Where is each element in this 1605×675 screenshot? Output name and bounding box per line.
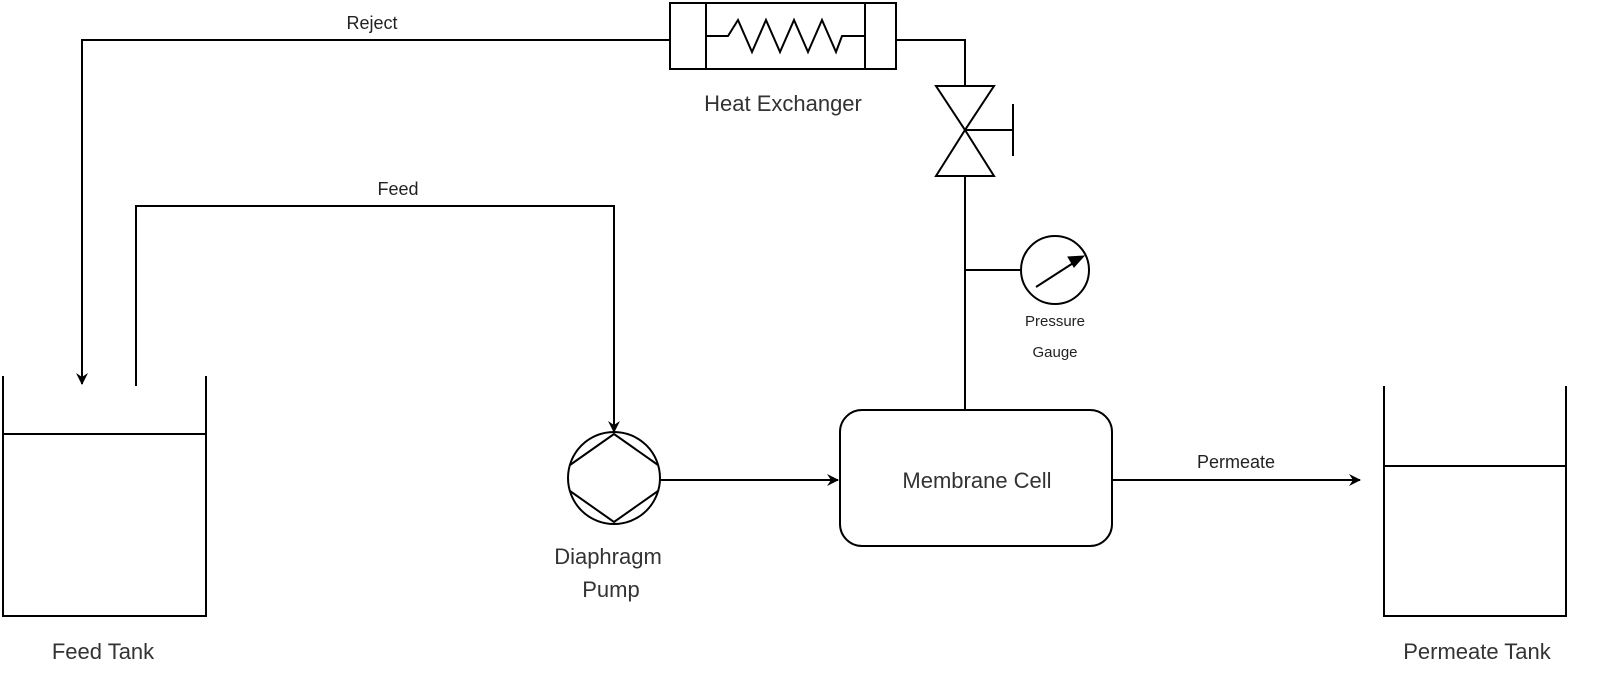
heat-exchanger-coil-icon [706,17,865,55]
heat-exchanger-to-valve-line [896,39,966,86]
reject-label: Reject [346,13,397,33]
membrane-cell [839,409,1113,547]
diaphragm-pump-label-line1: Diaphragm [554,544,662,569]
gauge-needle-icon [1067,255,1086,268]
permeate-label: Permeate [1197,452,1275,472]
reject-line [76,39,670,385]
membrane-cell-label: Membrane Cell [902,468,1051,493]
feed-tank [2,376,207,617]
feed-line [135,205,620,433]
heat-exchanger [669,2,897,70]
feed-tank-label: Feed Tank [52,639,155,664]
valve [934,85,1014,177]
pressure-gauge-label-line1: Pressure [1025,313,1085,330]
feed-label: Feed [377,179,418,199]
diaphragm-pump [567,431,661,525]
pressure-gauge-label-line2: Gauge [1032,344,1077,361]
diaphragm-pump-label-line2: Pump [582,577,639,602]
pressure-gauge [965,235,1090,305]
heat-exchanger-label: Heat Exchanger [704,91,862,116]
permeate-tank-label: Permeate Tank [1403,639,1552,664]
permeate-tank [1383,386,1567,617]
